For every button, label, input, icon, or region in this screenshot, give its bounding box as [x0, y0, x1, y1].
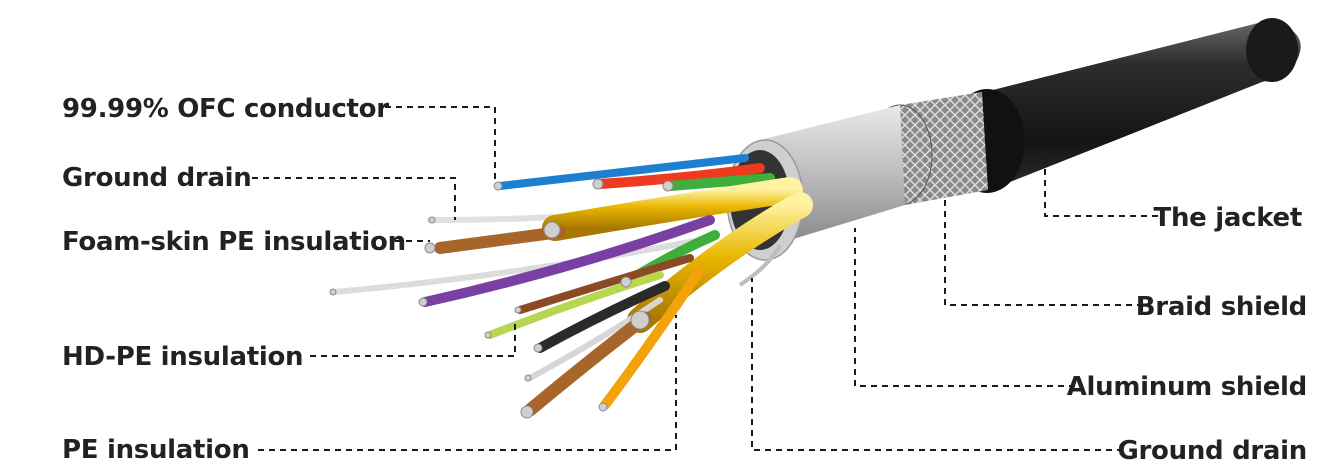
- leader-ofc: [385, 107, 495, 182]
- label-ofc-conductor: 99.99% OFC conductor: [62, 94, 389, 124]
- label-pe-insulation: PE insulation: [62, 435, 250, 465]
- leader-hdpe: [310, 322, 515, 356]
- wire-brown-low: [530, 318, 645, 410]
- wire-bundle: [330, 158, 800, 418]
- label-braid-shield: Braid shield: [1136, 292, 1307, 322]
- label-jacket: The jacket: [1154, 203, 1302, 233]
- leader-ground-drain-left: [252, 178, 455, 220]
- wire-brown-top: [440, 232, 560, 248]
- label-hdpe-insulation: HD-PE insulation: [62, 342, 303, 372]
- leader-aluminum: [855, 228, 1075, 386]
- label-ground-drain-right: Ground drain: [1117, 436, 1307, 466]
- label-aluminum-shield: Aluminum shield: [1067, 372, 1307, 402]
- label-ground-drain-left: Ground drain: [62, 163, 252, 193]
- jacket-end: [1246, 18, 1298, 82]
- leader-ground-drain-right: [752, 278, 1123, 450]
- label-foam-skin-pe: Foam-skin PE insulation: [62, 227, 406, 257]
